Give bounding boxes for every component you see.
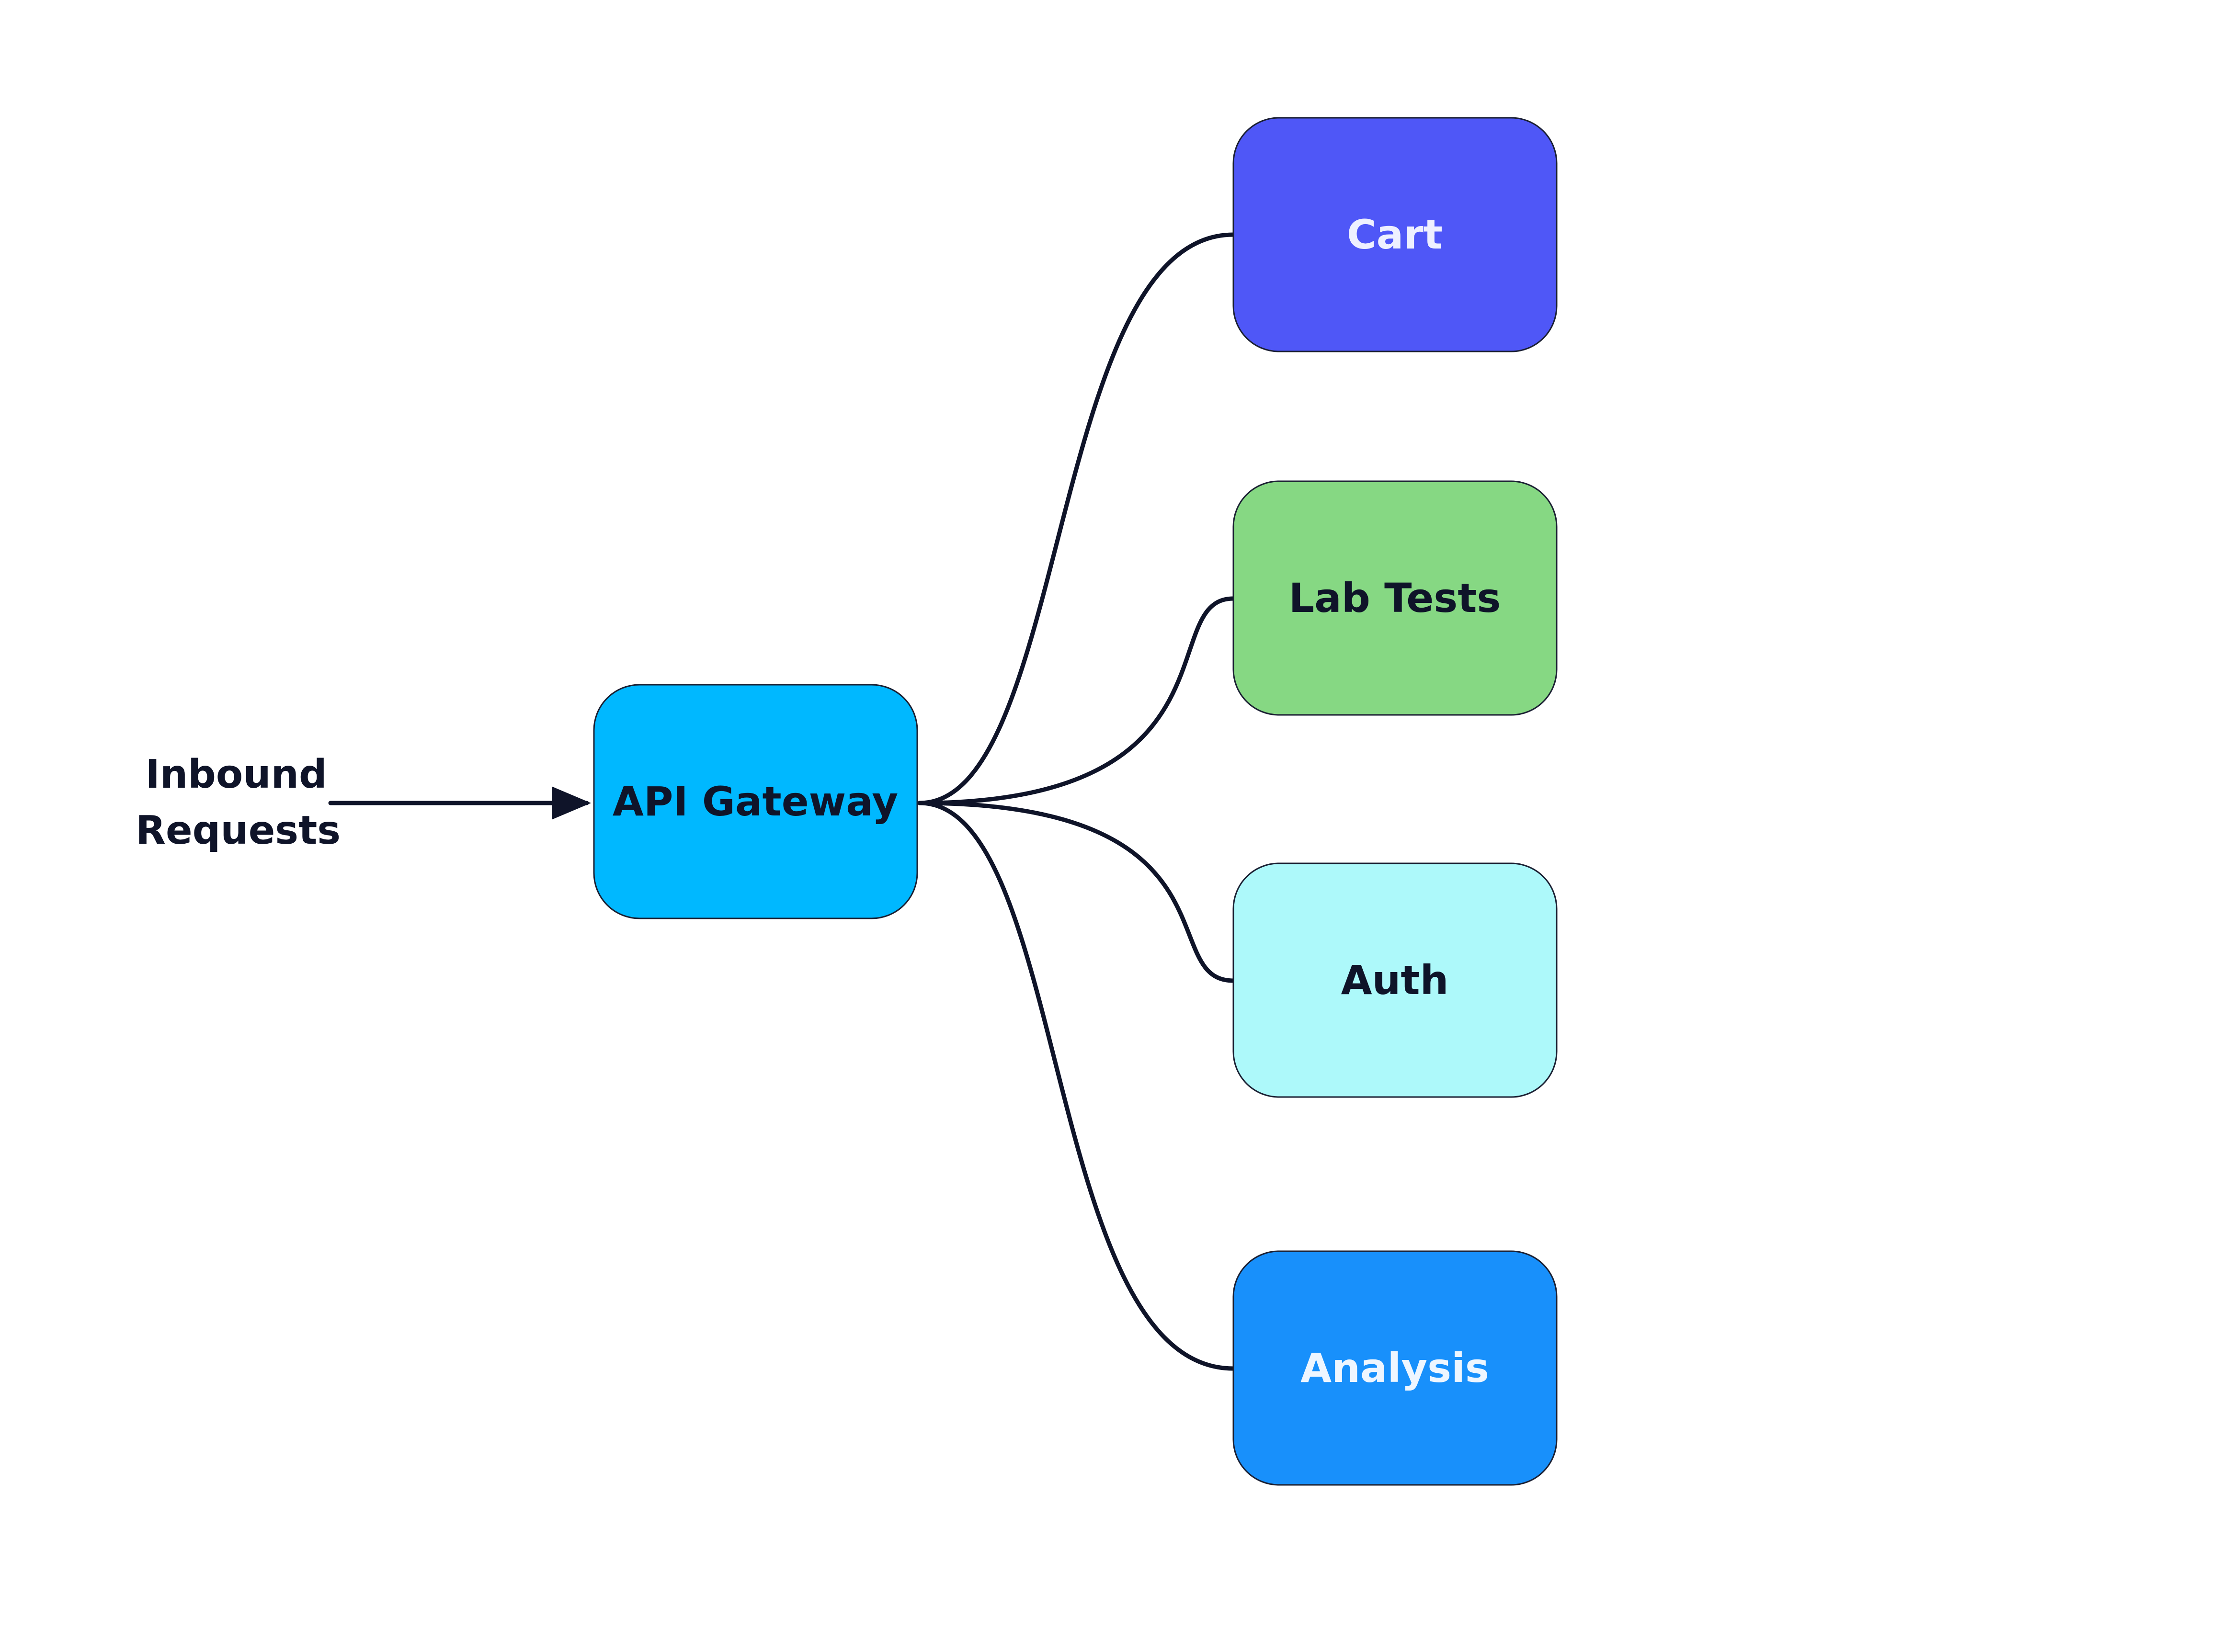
node-api-gateway[interactable]: API Gateway bbox=[593, 684, 918, 919]
node-cart-box bbox=[1232, 117, 1558, 352]
node-analysis[interactable]: Analysis bbox=[1232, 1250, 1558, 1486]
edge-gateway-to-auth bbox=[917, 801, 1236, 983]
node-auth[interactable]: Auth bbox=[1232, 862, 1558, 1098]
node-cart[interactable]: Cart bbox=[1232, 117, 1558, 352]
node-auth-box bbox=[1232, 862, 1558, 1098]
node-lab-tests-label: Lab Tests bbox=[1289, 575, 1501, 622]
edge-gateway-to-cart bbox=[917, 232, 1236, 805]
node-auth-label: Auth bbox=[1341, 957, 1449, 1004]
node-api-gateway-box bbox=[593, 684, 918, 919]
node-analysis-label: Analysis bbox=[1300, 1345, 1489, 1392]
edges bbox=[328, 232, 1236, 1371]
node-cart-label: Cart bbox=[1347, 211, 1443, 258]
node-lab-tests-box bbox=[1232, 480, 1558, 716]
inbound-requests-label: Inbound Requests bbox=[136, 752, 341, 853]
edge-gateway-to-lab-tests bbox=[917, 596, 1236, 805]
node-api-gateway-label: API Gateway bbox=[613, 778, 898, 825]
node-analysis-box bbox=[1232, 1250, 1558, 1486]
node-lab-tests[interactable]: Lab Tests bbox=[1232, 480, 1558, 716]
input-label-line-1: Inbound bbox=[145, 752, 327, 797]
edge-gateway-to-analysis bbox=[917, 801, 1236, 1371]
input-label-line-2: Requests bbox=[136, 808, 341, 853]
